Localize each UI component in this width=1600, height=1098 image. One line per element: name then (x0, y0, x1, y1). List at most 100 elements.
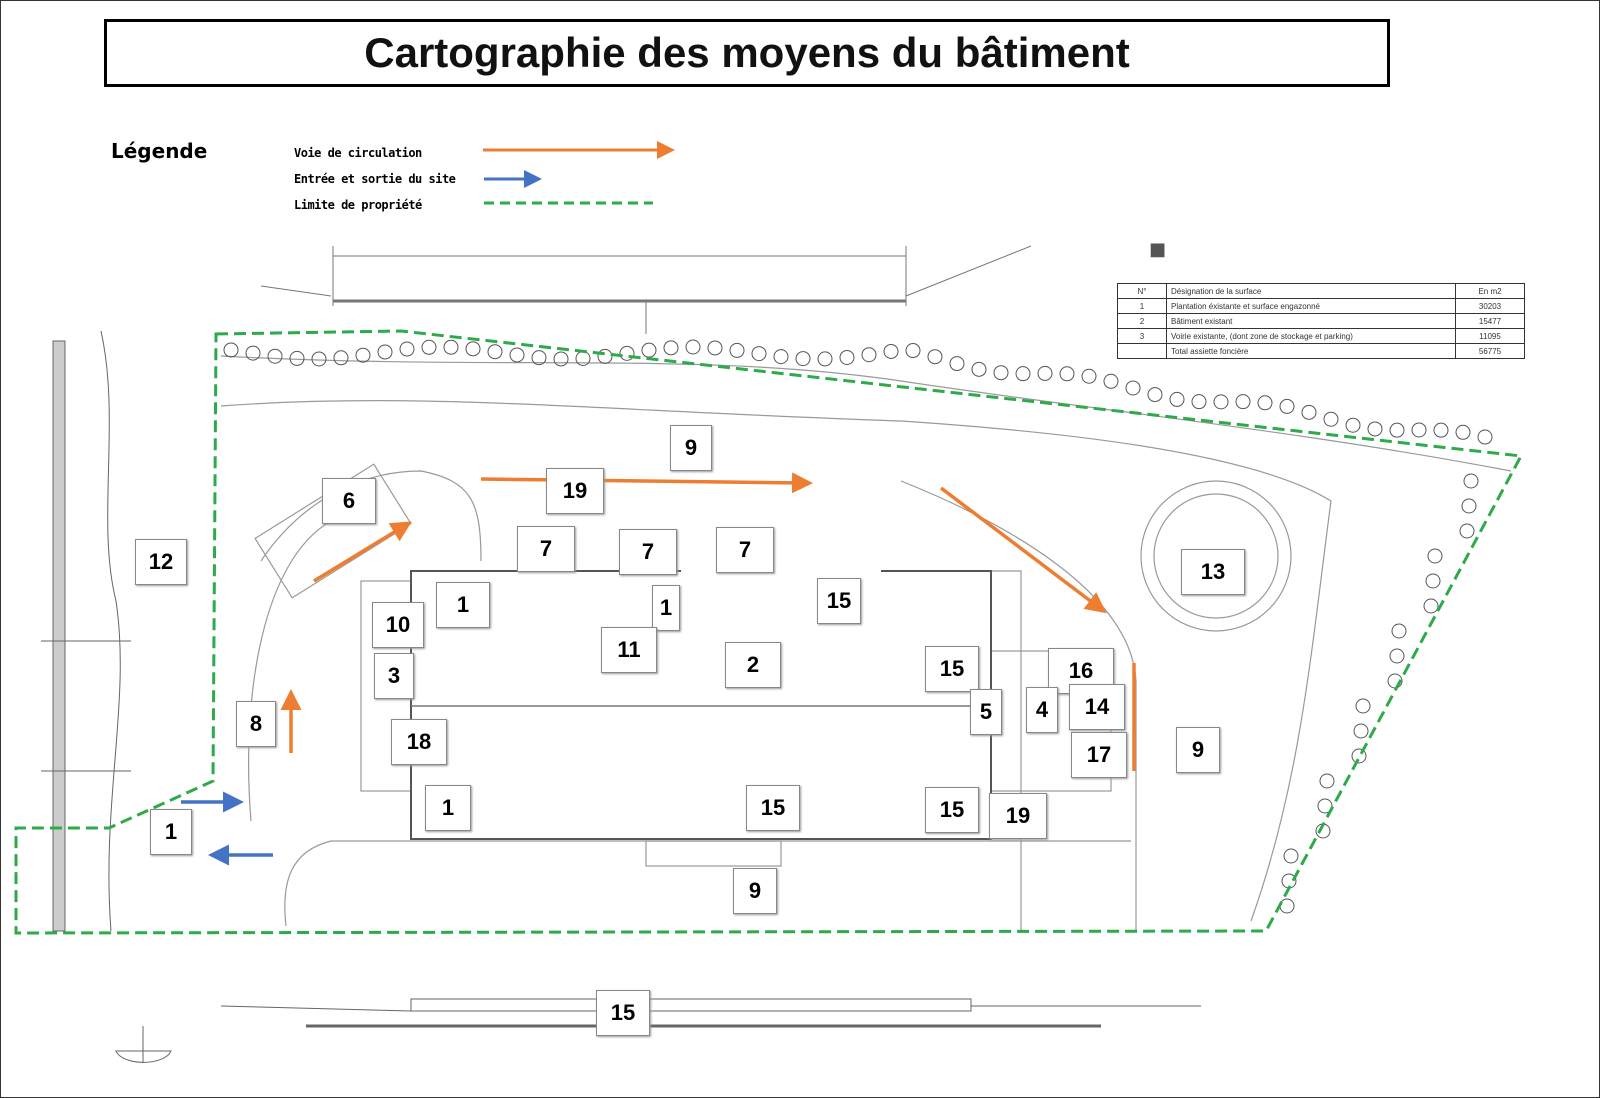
legend-label-entry-exit: Entrée et sortie du site (294, 172, 456, 186)
zone-label: 14 (1069, 684, 1125, 730)
tree-icon (993, 365, 1009, 381)
tree-icon (509, 347, 525, 363)
tree-icon (905, 343, 921, 359)
cell: 56775 (1455, 343, 1525, 359)
zone-label: 19 (546, 468, 604, 514)
tree-icon (267, 348, 283, 364)
tree-icon (399, 341, 415, 357)
tree-icon (333, 350, 349, 366)
zone-label: 15 (596, 990, 650, 1036)
site-sketch (220, 355, 1512, 931)
cell: Total assiette foncière (1166, 343, 1456, 359)
zone-label: 15 (925, 787, 979, 833)
tree-icon (1463, 473, 1479, 489)
tree-icon (861, 347, 877, 363)
tree-icon (443, 339, 459, 355)
tree-icon (311, 351, 327, 367)
zone-label: 1 (436, 582, 490, 628)
tree-icon (839, 349, 855, 365)
tree-icon (949, 356, 965, 372)
property-limit-boundary (14, 329, 1524, 935)
cell: Voirie existante, (dont zone de stockage… (1166, 328, 1456, 344)
tree-icon (1345, 417, 1361, 433)
tree-icon (1367, 421, 1383, 437)
tree-icon (421, 339, 437, 355)
cell (1117, 343, 1167, 359)
zone-label: 2 (725, 642, 781, 688)
zone-label: 19 (989, 793, 1047, 839)
header-cell: N° (1117, 283, 1167, 299)
tree-icon (355, 347, 371, 363)
cell: 30203 (1455, 298, 1525, 314)
header-cell: Désignation de la surface (1166, 283, 1456, 299)
tree-icon (1433, 422, 1449, 438)
zone-label: 9 (733, 868, 777, 914)
entry-exit-arrows (181, 791, 273, 866)
tree-icon (817, 351, 833, 367)
tree-icon (1147, 387, 1163, 403)
tree-icon (465, 341, 481, 357)
zone-label: 15 (746, 785, 800, 831)
tree-icon (553, 351, 569, 367)
tree-icon (663, 340, 679, 356)
tree-icon (1213, 394, 1229, 410)
tree-icon (1455, 424, 1471, 440)
tree-icon (597, 348, 613, 364)
tree-icon (1459, 523, 1475, 539)
zone-label: 1 (652, 585, 680, 631)
tree-icon (773, 349, 789, 365)
tree-icon (641, 342, 657, 358)
tree-icon (1389, 422, 1405, 438)
circulation-routes (280, 472, 1136, 771)
cell: 15477 (1455, 313, 1525, 329)
tree-icon (1059, 366, 1075, 382)
zone-label: 6 (322, 478, 376, 524)
tree-icon (1283, 848, 1299, 864)
tree-icon (531, 350, 547, 366)
cell: 2 (1117, 313, 1167, 329)
trees (223, 339, 1493, 914)
section-elevation-bottom (115, 998, 1201, 1063)
tree-icon (1319, 773, 1335, 789)
tree-icon (1477, 429, 1493, 445)
tree-icon (1423, 598, 1439, 614)
legend-label-property-limit: Limite de propriété (294, 198, 422, 212)
cell: 1 (1117, 298, 1167, 314)
tree-icon (1191, 394, 1207, 410)
tree-icon (1461, 498, 1477, 514)
zone-label: 10 (372, 602, 424, 648)
section-elevation-left (41, 330, 131, 932)
tree-icon (1037, 365, 1053, 381)
tree-icon (1425, 573, 1441, 589)
zone-label: 5 (970, 689, 1002, 735)
tree-icon (1015, 366, 1031, 382)
tree-icon (289, 350, 305, 366)
tree-icon (1125, 380, 1141, 396)
tree-icon (795, 351, 811, 367)
header-cell: En m2 (1455, 283, 1525, 299)
zone-label: 12 (135, 539, 187, 585)
tree-icon (1279, 898, 1295, 914)
tree-icon (1391, 623, 1407, 639)
tree-icon (1301, 404, 1317, 420)
plan-marker: ■ (1149, 239, 1166, 260)
cell: Bâtiment existant (1166, 313, 1456, 329)
zone-label: 15 (925, 646, 979, 692)
zone-label: 17 (1071, 732, 1127, 778)
section-elevation-top (260, 245, 1032, 334)
tree-icon (1427, 548, 1443, 564)
table-header-row: N° Désignation de la surface En m2 (1117, 283, 1525, 299)
tree-icon (487, 344, 503, 360)
tree-icon (927, 349, 943, 365)
tree-icon (971, 361, 987, 377)
tree-icon (729, 342, 745, 358)
tree-icon (1279, 398, 1295, 414)
tree-icon (1389, 648, 1405, 664)
zone-label: 13 (1181, 549, 1245, 595)
